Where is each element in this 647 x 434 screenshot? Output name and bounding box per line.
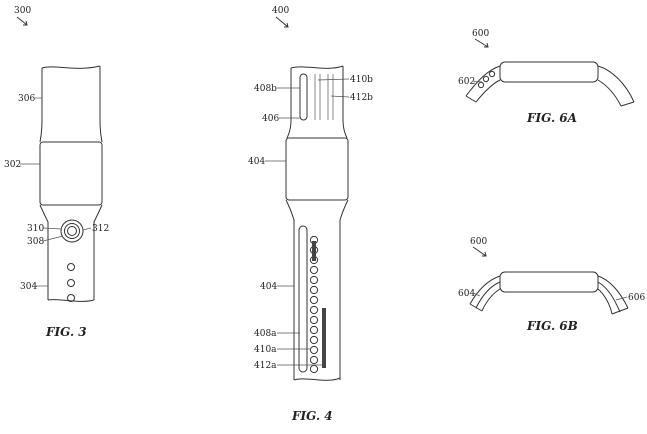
- fig6b-left-band-strands: [469, 275, 501, 312]
- fig6a-right-band-end: [620, 101, 635, 107]
- fig4-leader-412b: [330, 95, 350, 98]
- fig3-dial-outer: [60, 219, 84, 243]
- fig4-label-412a: 412a: [254, 361, 277, 371]
- fig4-hole: [309, 355, 319, 365]
- fig4-label-406: 406: [262, 114, 279, 124]
- fig4-label-408b: 408b: [254, 84, 277, 94]
- fig3-lower-band: [39, 204, 103, 300]
- fig3-label-312: 312: [92, 224, 109, 234]
- fig3-label-308: 308: [27, 237, 44, 247]
- fig3-watch-body: [39, 141, 103, 206]
- fig3-band-hole-2: [67, 279, 75, 287]
- fig6a-leader-602: [472, 80, 483, 83]
- fig6b-left-band-end: [469, 303, 483, 312]
- fig4-lower-band-end: [293, 377, 341, 381]
- fig6b-right-band-end: [611, 307, 629, 315]
- fig6b-number-arrow: [472, 246, 487, 257]
- fig4-dark-bar-lower: [322, 308, 326, 368]
- fig3-leader-310: [42, 227, 63, 230]
- fig3-label-304: 304: [20, 282, 37, 292]
- fig6a-band-hole: [482, 75, 490, 83]
- fig6b-caption: FIG. 6B: [526, 319, 578, 333]
- fig4-number: 400: [272, 6, 289, 16]
- fig3-lower-band-end: [47, 299, 95, 302]
- figure-3: 300 306 302 310 308 312 304 FIG. 3: [4, 6, 109, 339]
- fig4-hole: [309, 285, 319, 295]
- fig3-label-306: 306: [18, 94, 35, 104]
- fig6a-left-band-end: [465, 95, 477, 103]
- fig3-upper-band: [39, 66, 103, 143]
- fig4-number-arrow: [275, 16, 289, 28]
- fig6b-watch-body: [499, 271, 599, 293]
- fig3-caption: FIG. 3: [45, 325, 87, 339]
- fig4-watch-body: [285, 137, 349, 201]
- fig4-hole: [309, 335, 319, 345]
- fig4-hole: [309, 315, 319, 325]
- fig4-channels-upper: [314, 74, 334, 120]
- fig4-lower-band: [285, 199, 349, 380]
- fig4-dark-bar-upper: [312, 241, 316, 261]
- fig4-label-410b: 410b: [350, 75, 373, 85]
- fig3-dial-inner: [67, 226, 77, 236]
- fig6a-right-band: [597, 65, 635, 107]
- figure-4: 400: [248, 6, 373, 423]
- fig6a-band-hole: [477, 81, 485, 89]
- fig3-number-arrow: [16, 16, 28, 26]
- figure-6a: 600 602 FIG. 6A: [458, 29, 635, 125]
- fig4-upper-band-top: [290, 65, 344, 69]
- fig4-caption: FIG. 4: [291, 409, 333, 423]
- figure-6b: 600 604 606 FIG. 6B: [458, 237, 645, 333]
- fig6b-number: 600: [470, 237, 487, 247]
- fig4-hole: [309, 295, 319, 305]
- fig3-leader-308: [42, 235, 64, 242]
- fig4-hole: [309, 345, 319, 355]
- fig6b-leader-604: [472, 292, 481, 297]
- fig6a-band-hole: [488, 70, 496, 78]
- fig4-slot-408b: [299, 73, 308, 121]
- fig6b-label-606: 606: [628, 293, 645, 303]
- fig6a-watch-body: [499, 61, 599, 83]
- fig4-hole: [309, 265, 319, 275]
- fig3-label-302: 302: [4, 160, 21, 170]
- fig3-label-310: 310: [27, 224, 44, 234]
- fig4-hole: [309, 364, 319, 374]
- fig6a-label-602: 602: [458, 77, 475, 87]
- fig4-label-412b: 412b: [350, 93, 373, 103]
- fig4-label-410a: 410a: [254, 345, 277, 355]
- fig6a-left-band: [465, 65, 501, 103]
- fig4-label-404-band: 404: [260, 282, 277, 292]
- fig6b-label-604: 604: [458, 289, 475, 299]
- fig3-band-hole-3: [67, 294, 75, 302]
- fig6b-leader-606: [615, 296, 628, 301]
- fig3-dial-middle: [64, 223, 80, 239]
- fig3-upper-band-top: [41, 65, 101, 69]
- fig4-slot-408a: [298, 225, 308, 373]
- fig3-leader-312: [82, 227, 92, 231]
- fig4-leader-410b: [317, 78, 350, 81]
- fig4-label-404-body: 404: [248, 157, 265, 167]
- fig4-hole: [309, 275, 319, 285]
- fig4-hole: [309, 305, 319, 315]
- fig6b-right-band-strands: [597, 275, 629, 315]
- fig6a-number: 600: [472, 29, 489, 39]
- fig6a-caption: FIG. 6A: [526, 111, 577, 125]
- fig4-label-408a: 408a: [254, 329, 277, 339]
- fig4-upper-band: [286, 66, 348, 139]
- fig4-hole: [309, 325, 319, 335]
- fig3-band-hole-1: [67, 263, 75, 271]
- fig3-number: 300: [14, 6, 31, 16]
- fig6a-number-arrow: [474, 38, 489, 48]
